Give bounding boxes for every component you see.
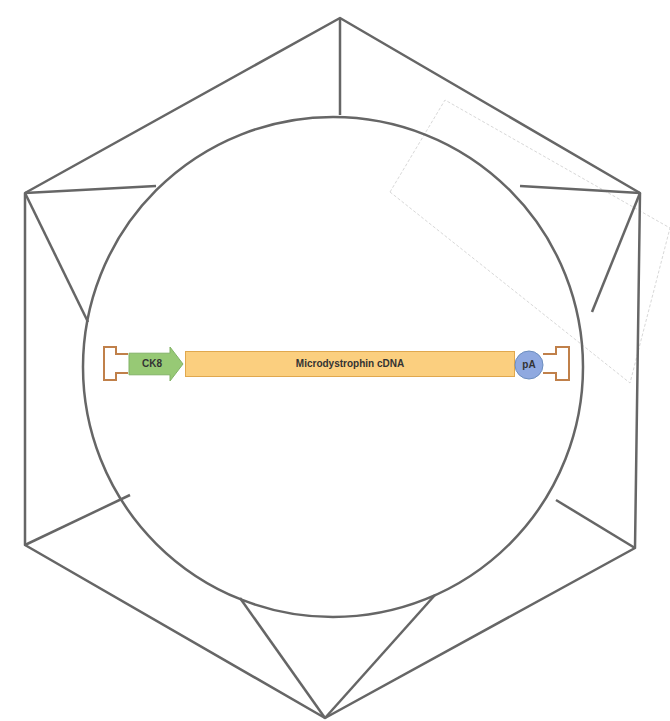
capsid-facet <box>25 495 130 545</box>
capsid-facet <box>325 595 435 718</box>
capsid-facet <box>592 193 640 312</box>
polya-circle-shape <box>515 351 543 379</box>
node-label: Microdystrophin cDNA <box>296 359 404 369</box>
node-label: CK8 <box>142 359 162 369</box>
capsid-facet <box>240 598 325 718</box>
gene-bar-shape <box>186 352 515 377</box>
capsid-facet <box>339 18 342 115</box>
capsid-facet <box>25 186 156 193</box>
promoter-arrow: CK8 <box>128 346 184 382</box>
itr-bracket <box>543 347 569 380</box>
itr-bracket <box>104 347 128 380</box>
polya-circle: pA <box>514 350 544 380</box>
promoter-arrow-shape <box>129 347 183 381</box>
capsid-hexagon <box>25 18 640 718</box>
capsid-circle <box>83 117 583 617</box>
node-label: pA <box>522 360 535 370</box>
gene-bar: Microdystrophin cDNA <box>185 351 515 377</box>
faint-frame <box>390 100 670 383</box>
capsid-facet <box>556 500 635 548</box>
capsid-facet <box>520 186 640 193</box>
capsid-facet <box>25 193 88 322</box>
